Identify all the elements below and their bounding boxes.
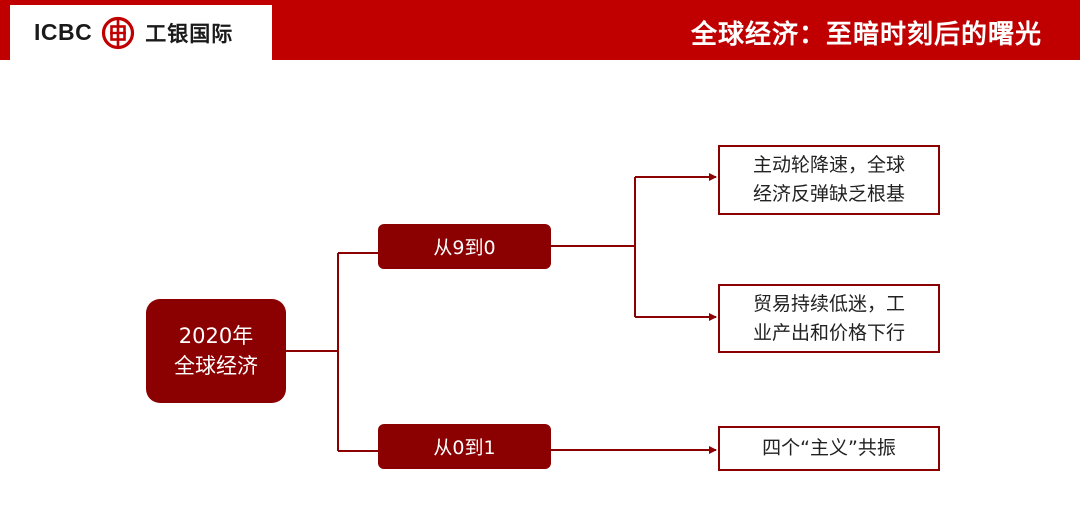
header-left-accent <box>0 5 10 60</box>
leaf-node-line1: 四个“主义”共振 <box>762 437 896 459</box>
leaf-node-line2: 业产出和价格下行 <box>752 321 905 344</box>
logo-text: ICBC <box>34 19 93 45</box>
leaf-node-four-isms: 四个“主义”共振 <box>718 426 940 471</box>
root-node-line1: 2020年 <box>178 324 254 348</box>
icbc-emblem-icon <box>102 16 135 49</box>
leaf-node-line2: 经济反弹缺乏根基 <box>752 183 905 205</box>
header-top-line <box>0 0 1080 5</box>
header-bar: ICBC 工银国际 全球经济：至暗时刻后的曙光 <box>0 0 1080 60</box>
title-band: 全球经济：至暗时刻后的曙光 <box>272 5 1080 60</box>
leaf-node-trade-slump: 贸易持续低迷，工 业产出和价格下行 <box>718 284 940 353</box>
branch-node-label: 从9到0 <box>433 237 496 259</box>
branch-node-label: 从0到1 <box>433 437 496 459</box>
leaf-node-driver-slowdown: 主动轮降速，全球 经济反弹缺乏根基 <box>718 145 940 215</box>
root-node: 2020年 全球经济 <box>146 299 286 403</box>
logo-chinese-name: 工银国际 <box>145 21 234 46</box>
root-node-line2: 全球经济 <box>174 354 258 378</box>
branch-node-0-to-1: 从0到1 <box>378 424 551 469</box>
leaf-node-line1: 主动轮降速，全球 <box>752 154 905 176</box>
page-title: 全球经济：至暗时刻后的曙光 <box>690 20 1042 50</box>
leaf-node-line1: 贸易持续低迷，工 <box>752 292 905 315</box>
branch-node-9-to-0: 从9到0 <box>378 224 551 269</box>
logo: ICBC 工银国际 <box>10 5 272 60</box>
